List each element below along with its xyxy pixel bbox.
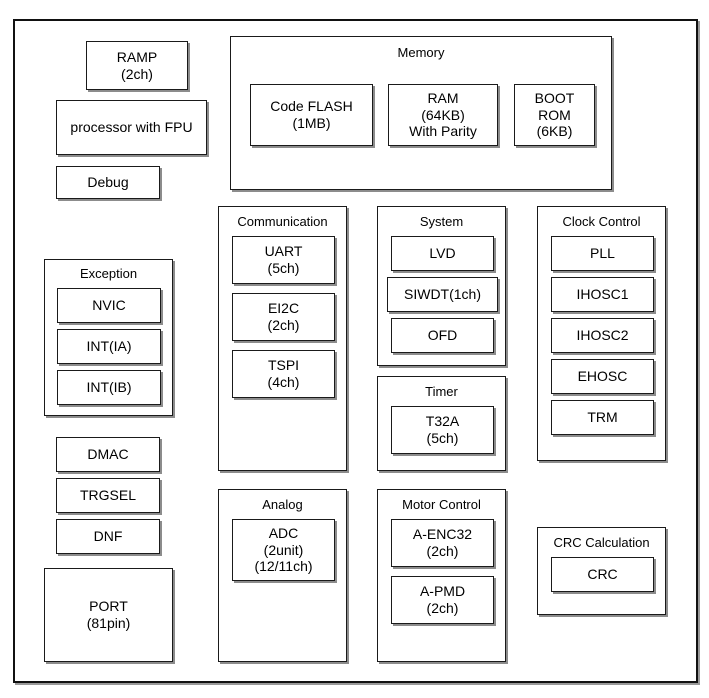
block-siwdt[interactable]: SIWDT(1ch): [387, 277, 498, 312]
block-port-line-0: PORT: [89, 598, 128, 615]
block-dmac[interactable]: DMAC: [56, 437, 160, 472]
block-int-ia[interactable]: INT(IA): [57, 329, 161, 364]
group-timer[interactable]: Timer T32A (5ch): [377, 376, 506, 471]
block-a-pmd-line-0: A-PMD: [419, 583, 466, 600]
block-boot-rom-line-1: ROM: [538, 106, 571, 123]
block-code-flash-line-1: (1MB): [292, 115, 331, 131]
block-ihosc2[interactable]: IHOSC2: [551, 318, 654, 353]
block-ehosc[interactable]: EHOSC: [551, 359, 654, 394]
block-ihosc1-line-0: IHOSC1: [576, 286, 629, 303]
block-boot-rom[interactable]: BOOT ROM (6KB): [514, 84, 595, 146]
block-uart-line-0: UART: [264, 243, 303, 260]
block-trm-line-0: TRM: [587, 409, 618, 426]
block-ihosc2-line-0: IHOSC2: [576, 327, 629, 344]
block-port-line-1: (81pin): [86, 615, 131, 631]
block-cortex-m4-line-1: processor with FPU: [70, 119, 193, 136]
block-adc-line-0: ADC: [268, 525, 299, 542]
block-ram[interactable]: RAM (64KB) With Parity: [388, 84, 498, 146]
block-dnf[interactable]: DNF: [56, 519, 160, 554]
group-communication[interactable]: Communication UART (5ch) EI2C (2ch) TSPI…: [218, 206, 347, 471]
block-dnf-line-0: DNF: [93, 528, 123, 545]
group-analog[interactable]: Analog ADC (2unit) (12/11ch): [218, 489, 347, 662]
block-trgsel-line-0: TRGSEL: [79, 487, 136, 504]
block-adc-line-2: (12/11ch): [254, 558, 313, 575]
group-memory-title: Memory: [397, 45, 445, 60]
block-lvd-line-0: LVD: [429, 245, 456, 262]
block-ei2c[interactable]: EI2C (2ch): [232, 293, 335, 341]
group-clock-control[interactable]: Clock Control PLL IHOSC1 IHOSC2 EHOSC TR…: [537, 206, 666, 461]
block-code-flash[interactable]: Code FLASH (1MB): [250, 84, 373, 146]
group-communication-title: Communication: [237, 214, 328, 229]
block-cortex-m4[interactable]: processor with FPU: [56, 100, 207, 155]
block-ei2c-line-1: (2ch): [267, 317, 300, 333]
group-crc-calculation-title: CRC Calculation: [553, 535, 650, 550]
group-crc-calculation[interactable]: CRC Calculation CRC: [537, 527, 666, 615]
block-ihosc1[interactable]: IHOSC1: [551, 277, 654, 312]
block-t32a[interactable]: T32A (5ch): [391, 406, 494, 454]
group-analog-title: Analog: [262, 497, 303, 512]
block-ehosc-line-0: EHOSC: [577, 368, 628, 385]
block-ramp[interactable]: RAMP (2ch): [86, 41, 188, 90]
block-tspi-line-1: (4ch): [267, 374, 300, 390]
group-clock-control-title: Clock Control: [562, 214, 641, 229]
block-ram-line-0: RAM: [427, 90, 459, 107]
block-a-pmd-line-1: (2ch): [426, 600, 459, 616]
block-uart[interactable]: UART (5ch): [232, 236, 335, 284]
block-debug-line-0: Debug: [87, 174, 129, 191]
group-timer-title: Timer: [425, 384, 458, 399]
block-ei2c-line-0: EI2C: [267, 300, 300, 317]
block-tspi[interactable]: TSPI (4ch): [232, 350, 335, 398]
block-nvic[interactable]: NVIC: [57, 288, 161, 323]
block-ofd-line-0: OFD: [427, 327, 458, 344]
block-port[interactable]: PORT (81pin): [44, 568, 173, 662]
block-ramp-line-0: RAMP: [116, 48, 158, 65]
block-int-ib[interactable]: INT(IB): [57, 370, 161, 405]
block-a-enc32-line-0: A-ENC32: [412, 526, 473, 543]
block-int-ia-line-0: INT(IA): [86, 338, 132, 355]
block-crc[interactable]: CRC: [551, 557, 654, 592]
block-ram-line-2: With Parity: [409, 123, 477, 140]
block-a-enc32[interactable]: A-ENC32 (2ch): [391, 519, 494, 567]
group-exception-title: Exception: [79, 266, 138, 281]
block-lvd[interactable]: LVD: [391, 236, 494, 271]
block-debug[interactable]: Debug: [56, 166, 160, 199]
block-adc[interactable]: ADC (2unit) (12/11ch): [232, 519, 335, 581]
group-motor-control[interactable]: Motor Control A-ENC32 (2ch) A-PMD (2ch): [377, 489, 506, 662]
block-trm[interactable]: TRM: [551, 400, 654, 435]
block-t32a-line-1: (5ch): [426, 430, 459, 446]
block-pll-line-0: PLL: [590, 245, 615, 262]
block-a-enc32-line-1: (2ch): [426, 543, 459, 559]
block-dmac-line-0: DMAC: [87, 446, 129, 463]
block-ram-line-1: (64KB): [421, 106, 465, 123]
block-code-flash-line-0: Code FLASH: [270, 98, 353, 115]
block-crc-line-0: CRC: [587, 566, 618, 583]
group-memory[interactable]: Memory Code FLASH (1MB) RAM (64KB) With …: [230, 36, 612, 190]
block-tspi-line-0: TSPI: [267, 357, 300, 374]
block-boot-rom-line-0: BOOT: [534, 90, 575, 107]
block-nvic-line-0: NVIC: [92, 297, 126, 314]
block-uart-line-1: (5ch): [267, 260, 300, 276]
group-system-title: System: [419, 214, 464, 229]
group-system[interactable]: System LVD SIWDT(1ch) OFD: [377, 206, 506, 366]
block-a-pmd[interactable]: A-PMD (2ch): [391, 576, 494, 624]
block-trgsel[interactable]: TRGSEL: [56, 478, 160, 513]
block-int-ib-line-0: INT(IB): [86, 379, 132, 396]
block-adc-line-1: (2unit): [263, 541, 304, 558]
block-ofd[interactable]: OFD: [391, 318, 494, 353]
group-motor-control-title: Motor Control: [402, 497, 481, 512]
block-t32a-line-0: T32A: [425, 413, 460, 430]
block-ramp-line-1: (2ch): [121, 65, 153, 82]
block-pll[interactable]: PLL: [551, 236, 654, 271]
block-boot-rom-line-2: (6KB): [536, 123, 573, 140]
group-exception[interactable]: Exception NVIC INT(IA) INT(IB): [44, 259, 173, 416]
block-siwdt-line-0: SIWDT(1ch): [404, 286, 481, 303]
